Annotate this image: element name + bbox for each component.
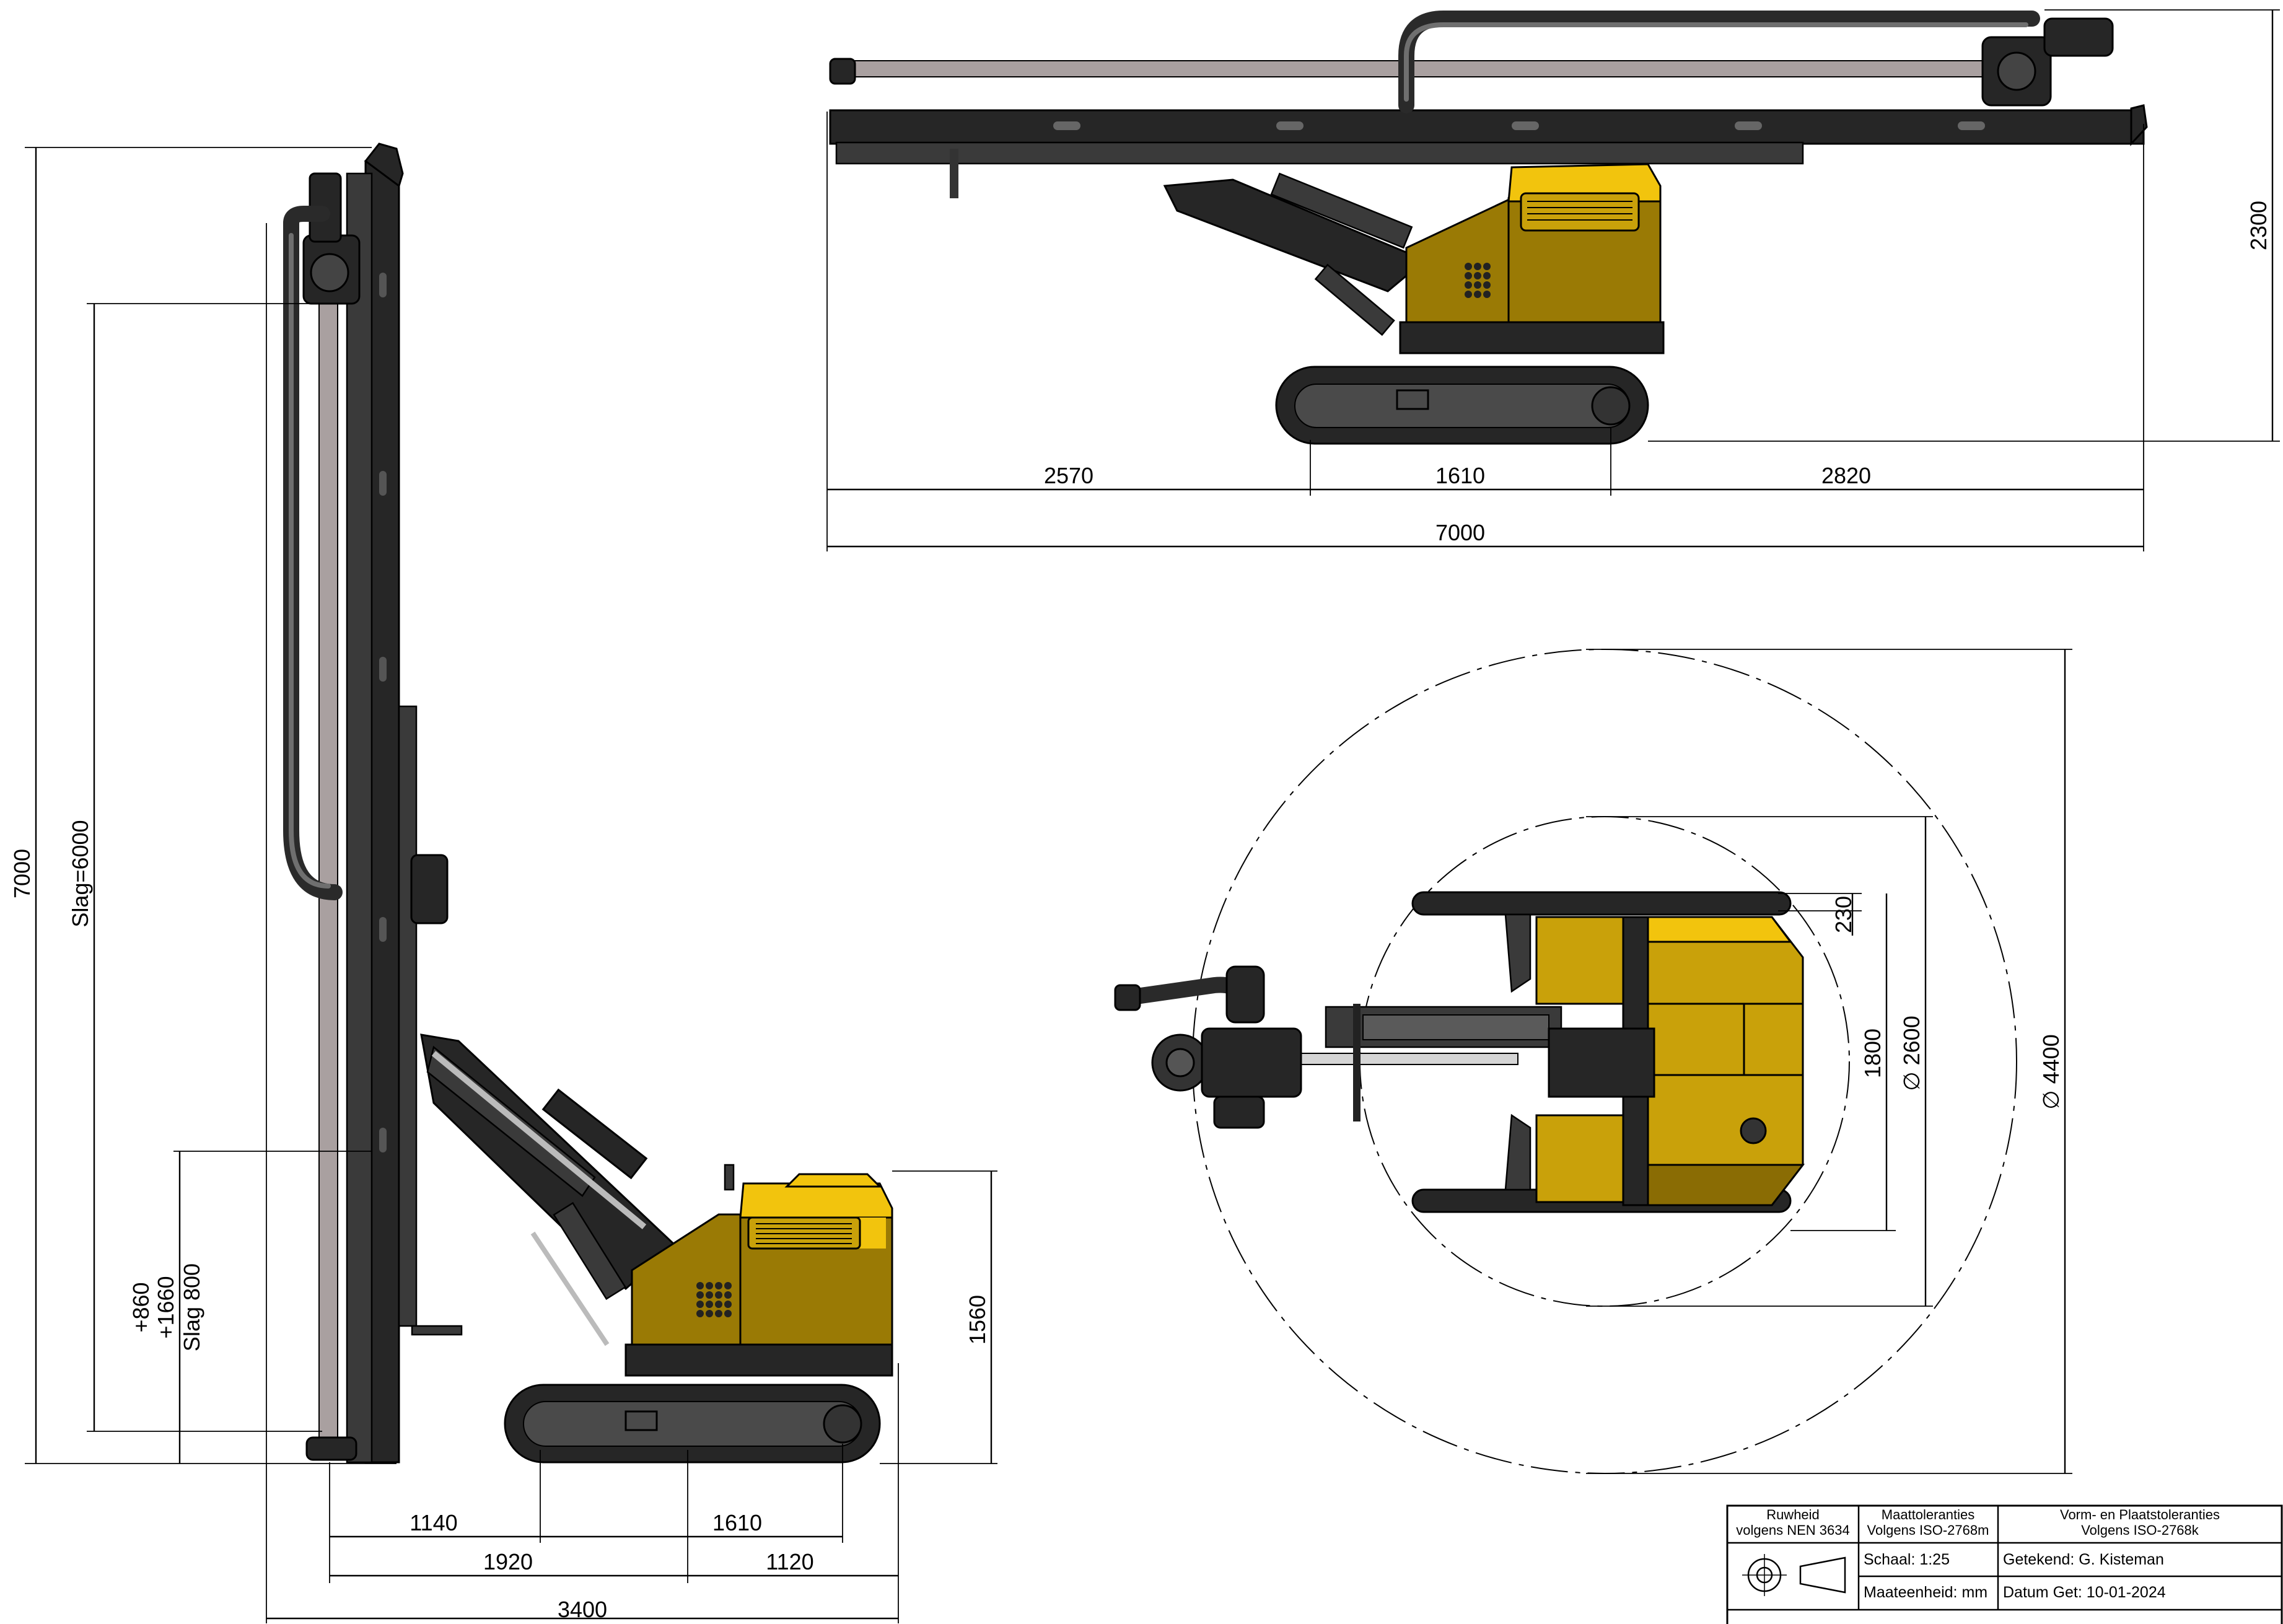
top-view: 2570 1610 2820 7000 2300 (826, 9, 2280, 551)
dim-7000-top: 7000 (1435, 520, 1485, 545)
drill-rod (318, 291, 338, 1457)
tb-tolerance-2: Volgens ISO-2768m (1867, 1522, 1989, 1538)
cabin-top (739, 1182, 893, 1219)
dim-2570: 2570 (1044, 463, 1093, 488)
dim-offset-860: +860 (128, 1282, 154, 1332)
dim-1920: 1920 (483, 1549, 533, 1574)
drill-rod-horizontal (851, 60, 2030, 77)
mast-top (364, 143, 404, 188)
dim-1560: 1560 (965, 1295, 990, 1345)
dim-3400: 3400 (558, 1597, 607, 1622)
tb-drawn-by: Getekend: G. Kisteman (2003, 1551, 2164, 1568)
plan-view: 230 1800 ∅ 2600 ∅ 4400 (1114, 649, 2072, 1474)
side-view: 7000 Slag=6000 +860 +1660 Slag 800 1560 … (9, 143, 997, 1623)
dim-2300: 2300 (2246, 201, 2271, 250)
title-block: Ruwheid volgens NEN 3634 Maattoleranties… (1726, 1504, 2283, 1624)
dim-diameter-4400: ∅ 4400 (2038, 1034, 2064, 1109)
projection-symbol-icon (1742, 1554, 1846, 1596)
tb-form-tol-2: Volgens ISO-2768k (2081, 1522, 2199, 1538)
body-tank-upper (1535, 916, 1628, 1005)
mast-foot (305, 1436, 357, 1461)
dim-slag-800: Slag 800 (179, 1263, 204, 1351)
tb-roughness-2: volgens NEN 3634 (1736, 1522, 1849, 1538)
vent-grille-top (1520, 192, 1640, 232)
chassis (624, 1343, 893, 1377)
tb-date: Datum Get: 10-01-2024 (2003, 1584, 2166, 1601)
dim-offset-1660: +1660 (153, 1276, 178, 1338)
dim-1610-side: 1610 (712, 1510, 762, 1535)
dim-230: 230 (1831, 896, 1856, 933)
dim-1610-top: 1610 (1435, 463, 1485, 488)
track-upper (1411, 891, 1792, 916)
dim-diameter-2600: ∅ 2600 (1899, 1016, 1924, 1091)
tb-form-tol-1: Vorm- en Plaatstoleranties (2060, 1507, 2220, 1522)
dim-1120: 1120 (766, 1549, 813, 1574)
dim-7000-side: 7000 (9, 849, 35, 898)
dim-slag-6000: Slag=6000 (68, 820, 93, 927)
tb-roughness-1: Ruwheid (1766, 1507, 1820, 1522)
mast-feed-cylinder (398, 705, 418, 1327)
dim-1800: 1800 (1860, 1029, 1885, 1078)
tb-unit: Maateenheid: mm (1864, 1584, 1987, 1601)
dim-1140: 1140 (410, 1510, 457, 1535)
tb-scale: Schaal: 1:25 (1864, 1551, 1950, 1568)
tb-tolerance-1: Maattoleranties (1882, 1507, 1974, 1522)
body-tank-lower (1535, 1114, 1628, 1203)
mast-horizontal (829, 109, 2145, 145)
body-main (1647, 916, 1804, 1206)
dim-2820: 2820 (1821, 463, 1871, 488)
mast-rail (346, 172, 373, 1464)
